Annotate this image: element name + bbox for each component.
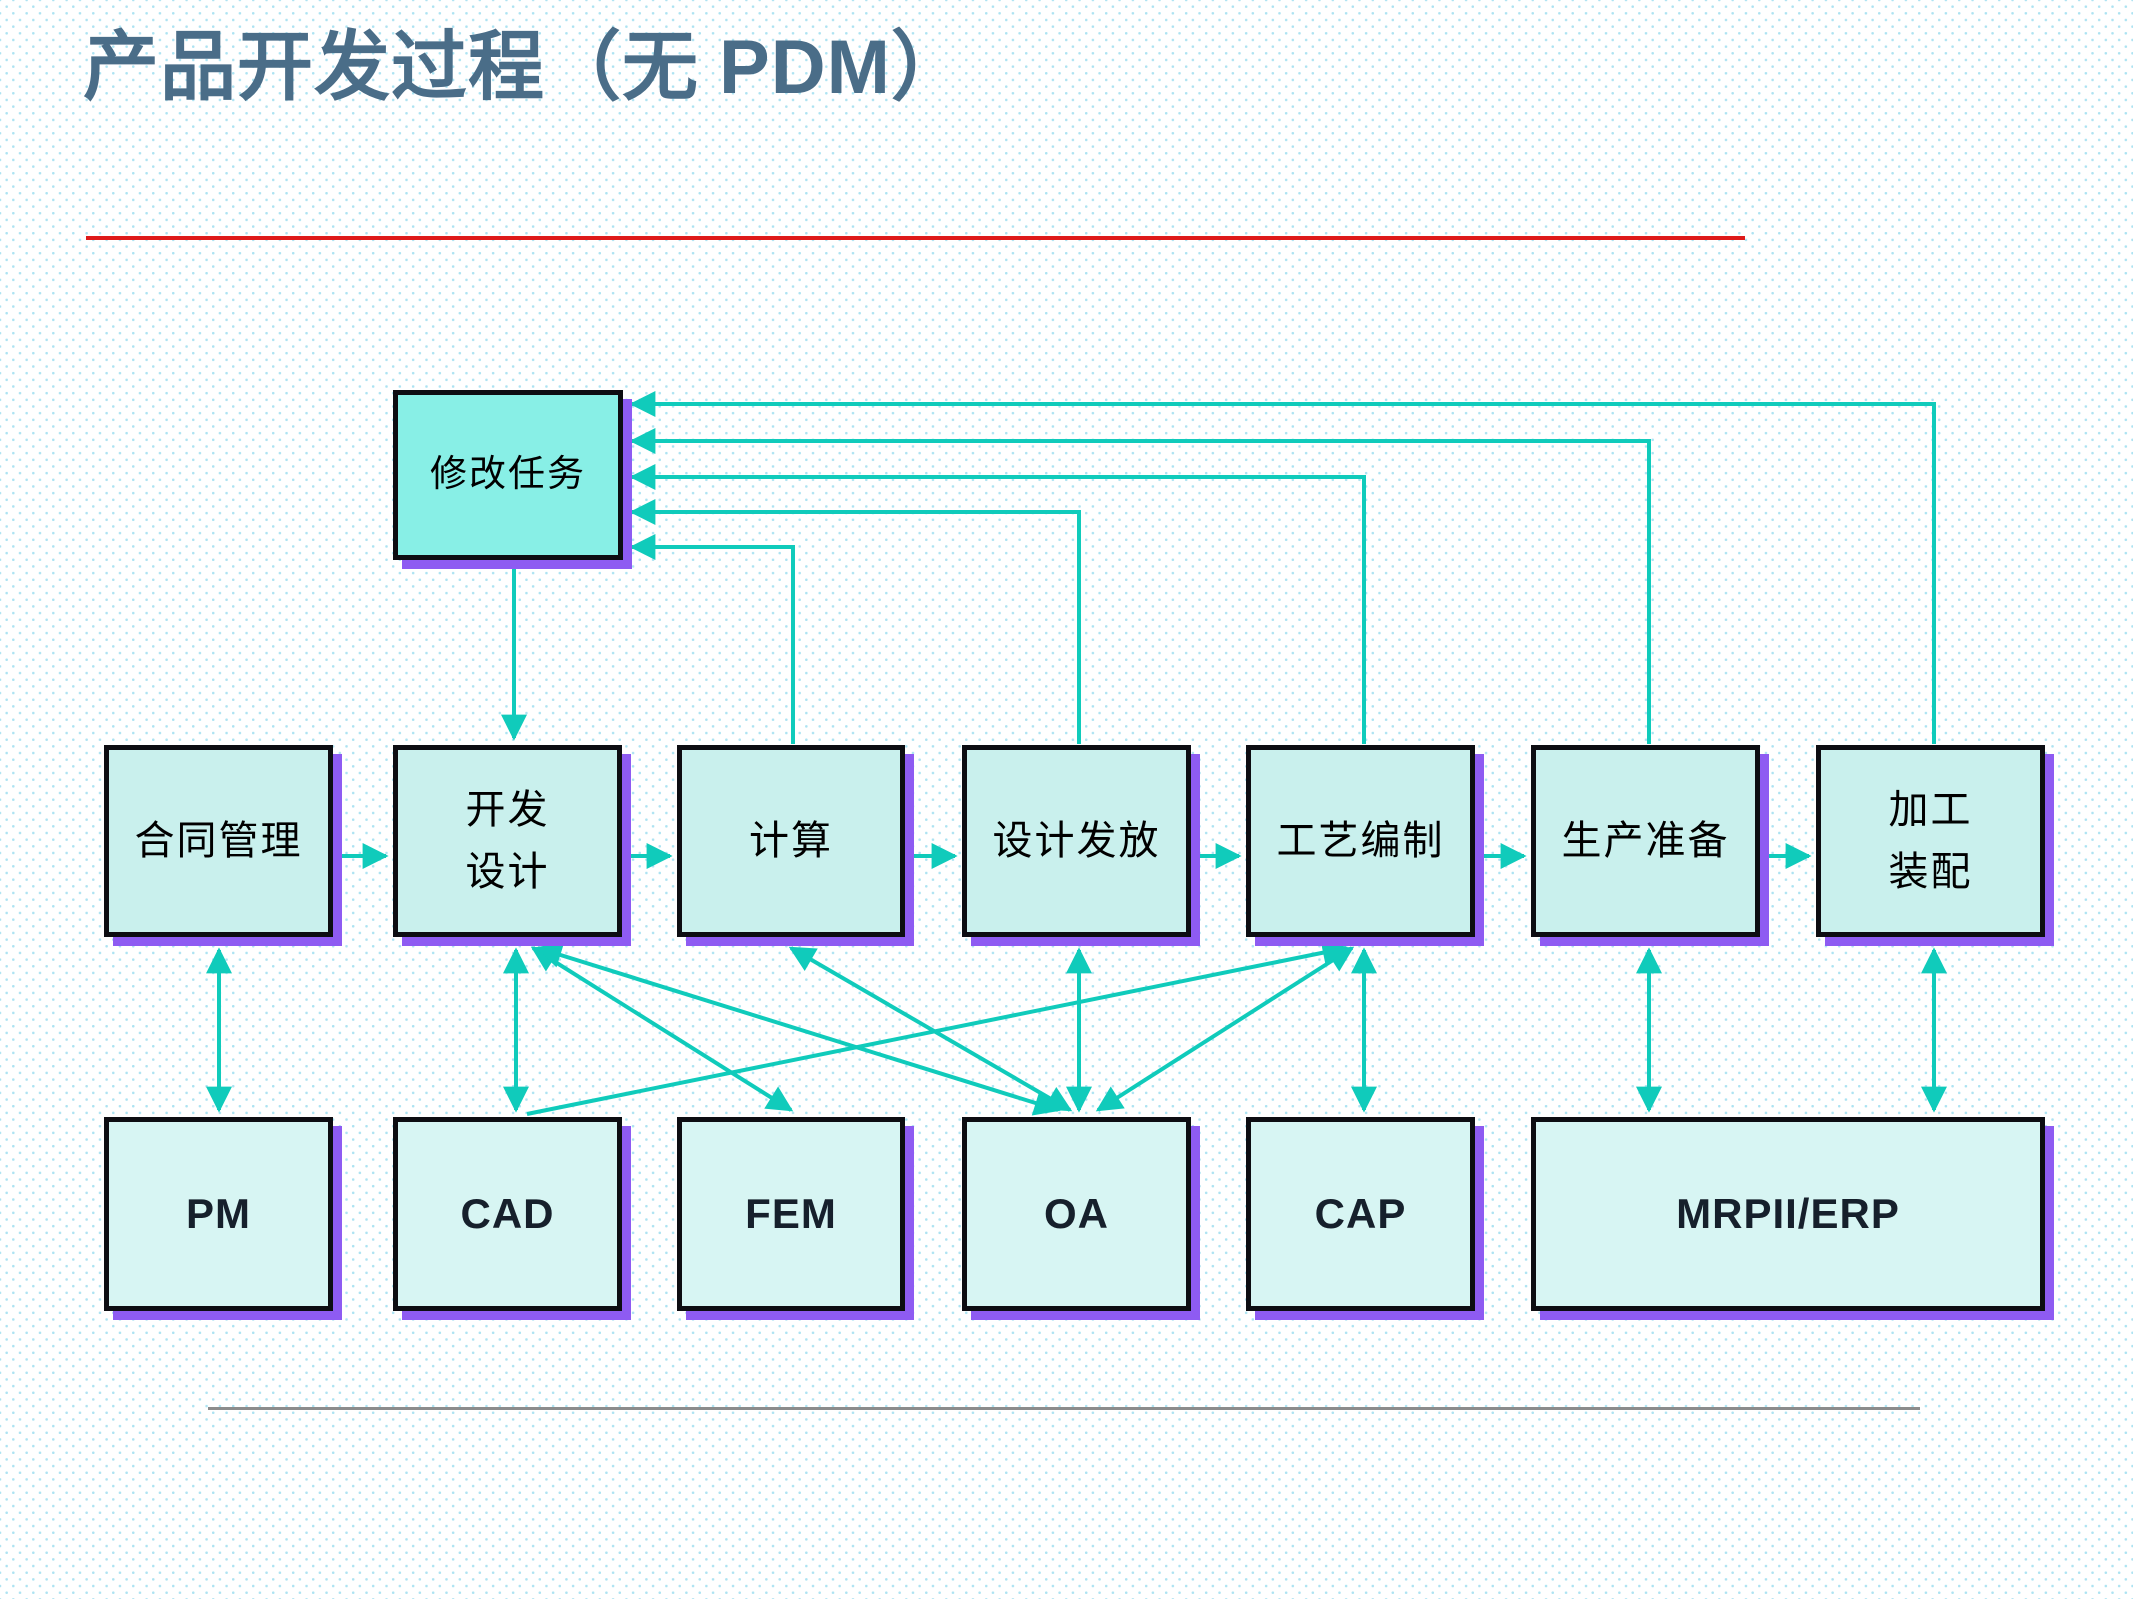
system-box-cad[interactable]: CAD [393,1117,622,1311]
link-process-planning-oa [1095,946,1355,1112]
process-label-line2: 装配 [1888,849,1973,894]
process-label: 开发 [465,787,550,832]
system-label: CAP [1314,1190,1407,1237]
title-underline-red [86,236,1745,240]
feedback-machining-assembly-to-task [629,391,1936,744]
process-box-development-design[interactable]: 开发 设计 [393,745,622,937]
system-box-cap[interactable]: CAP [1246,1117,1475,1311]
system-label: FEM [745,1190,837,1237]
task-box-label: 修改任务 [430,454,586,496]
page-title-suffix: ） [890,26,968,110]
system-box-oa[interactable]: OA [962,1117,1191,1311]
page-title-prefix: 产品开发过程（无 [83,26,719,110]
task-box-modification[interactable]: 修改任务 [393,390,623,560]
system-label: CAD [460,1190,555,1237]
system-box-fem[interactable]: FEM [677,1117,905,1311]
system-label: PM [186,1190,251,1237]
process-label: 计算 [749,818,833,863]
process-box-process-planning[interactable]: 工艺编制 [1246,745,1475,937]
process-label: 合同管理 [134,818,303,863]
system-label: OA [1044,1190,1109,1237]
feedback-process-planning-to-task [629,464,1366,744]
process-box-production-preparation[interactable]: 生产准备 [1531,745,1760,937]
process-label-line2: 设计 [465,849,550,894]
process-label: 生产准备 [1561,818,1730,863]
process-box-contract-management[interactable]: 合同管理 [104,745,333,937]
process-box-design-release[interactable]: 设计发放 [962,745,1191,937]
feedback-production-preparation-to-task [629,428,1651,744]
feedback-design-release-to-task [629,499,1081,744]
system-box-mrpii-erp[interactable]: MRPII/ERP [1531,1117,2045,1311]
link-development-fem [530,946,794,1112]
footer-divider [208,1407,1920,1410]
system-label: MRPII/ERP [1676,1190,1900,1237]
link-cad-process-planning [526,939,1349,1116]
process-label: 工艺编制 [1276,818,1445,863]
process-label: 加工 [1888,787,1973,832]
process-label: 设计发放 [992,818,1161,863]
system-box-pm[interactable]: PM [104,1117,333,1311]
page-title: 产品开发过程（无 PDM） [83,20,968,116]
process-box-calculation[interactable]: 计算 [677,745,905,937]
link-calculation-oa [788,946,1073,1112]
feedback-calculation-to-task [629,534,795,744]
process-box-machining-assembly[interactable]: 加工 装配 [1816,745,2045,937]
link-development-oa [535,942,1061,1116]
page-title-pdm: PDM [719,25,891,110]
